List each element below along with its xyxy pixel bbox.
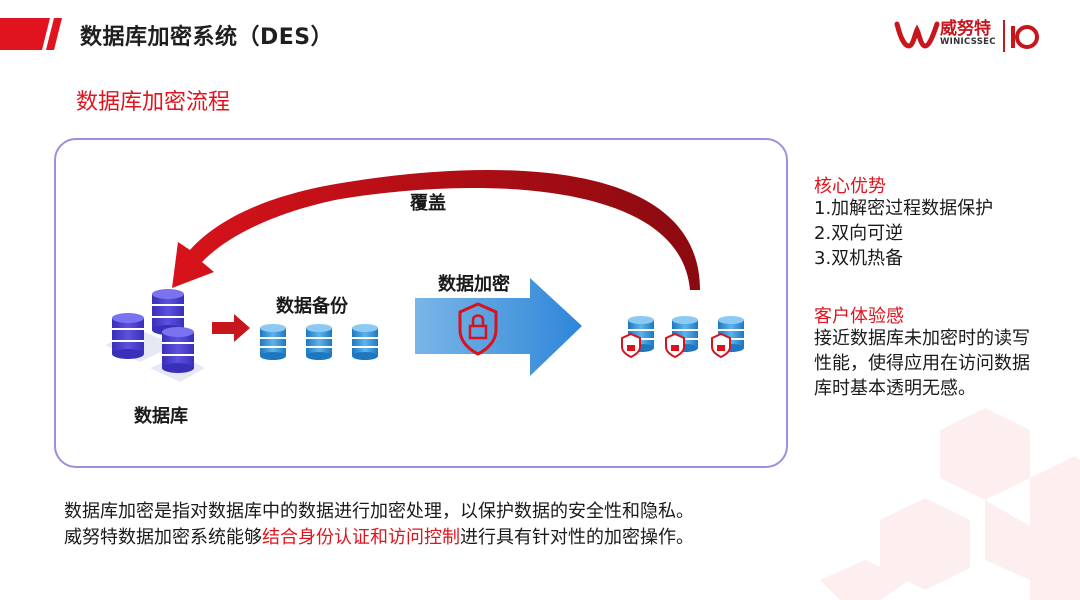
description-line-2: 威努特数据加密系统能够结合身份认证和访问控制进行具有针对性的加密操作。 bbox=[64, 523, 694, 549]
database-label: 数据库 bbox=[134, 402, 188, 428]
description-text: 进行具有针对性的加密操作。 bbox=[460, 527, 694, 548]
experience-line: 库时基本透明无感。 bbox=[814, 376, 976, 401]
core-advantage-heading: 核心优势 bbox=[814, 172, 886, 198]
experience-line: 接近数据库未加密时的读写 bbox=[814, 326, 1030, 351]
core-item: 3.双机热备 bbox=[814, 246, 903, 271]
database-stack-icon bbox=[105, 289, 205, 382]
core-item: 2.双向可逆 bbox=[814, 221, 903, 246]
experience-heading: 客户体验感 bbox=[814, 302, 904, 328]
cover-arc-arrow bbox=[172, 170, 700, 290]
backup-database-icons bbox=[260, 324, 378, 360]
description-highlight: 结合身份认证和访问控制 bbox=[262, 527, 460, 548]
backup-label: 数据备份 bbox=[276, 292, 348, 318]
encrypt-label: 数据加密 bbox=[438, 270, 510, 296]
core-item: 1.加解密过程数据保护 bbox=[814, 196, 993, 221]
description-text: 威努特数据加密系统能够 bbox=[64, 527, 262, 548]
cover-label: 覆盖 bbox=[410, 189, 446, 215]
description-line-1: 数据库加密是指对数据库中的数据进行加密处理，以保护数据的安全性和隐私。 bbox=[64, 497, 694, 523]
experience-line: 性能，使得应用在访问数据 bbox=[814, 351, 1030, 376]
backup-arrow-icon bbox=[212, 314, 250, 342]
encrypted-database-icons bbox=[622, 316, 744, 357]
